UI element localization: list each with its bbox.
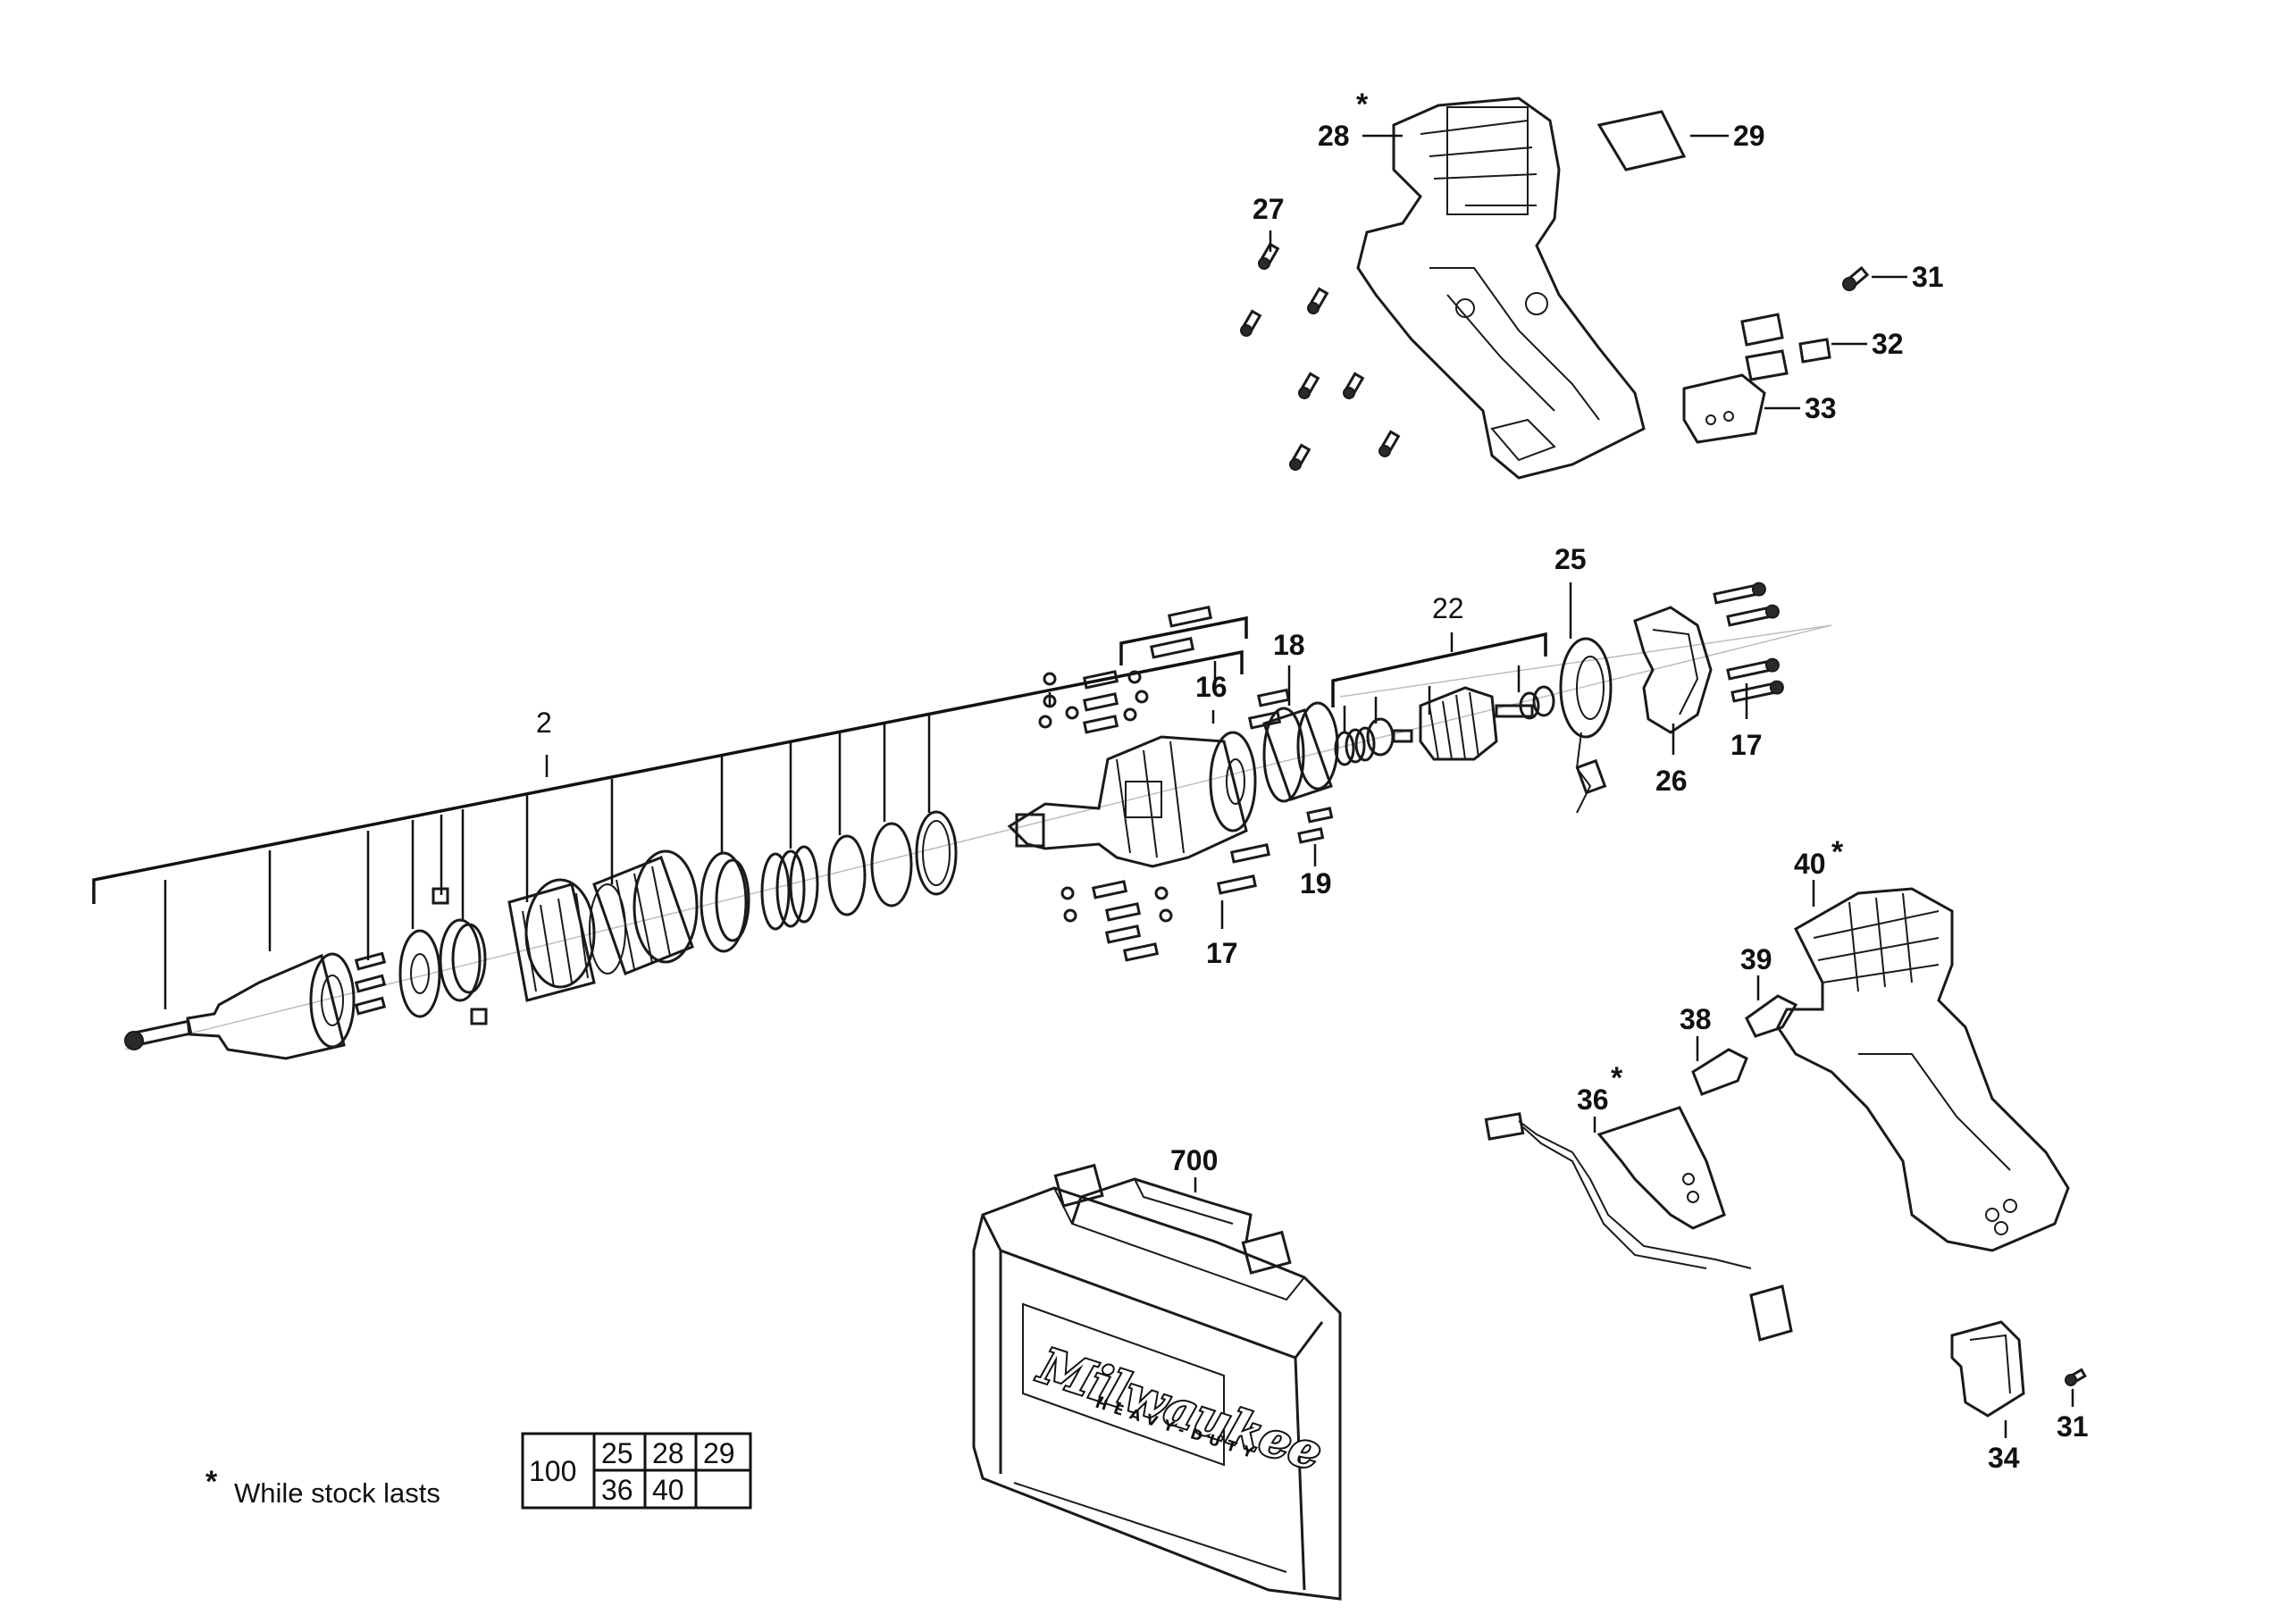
footnote-symbol: * <box>205 1465 218 1499</box>
gearbox-16 <box>1007 731 1257 868</box>
callout-16: 16 <box>1195 671 1228 703</box>
callout-29: 29 <box>1733 120 1765 152</box>
nut-ring-icon <box>432 887 488 1025</box>
callout-32: 32 <box>1872 328 1904 360</box>
pins-group <box>1038 605 1334 962</box>
brush-plate-25 <box>1559 637 1613 814</box>
right-housing-40 <box>1776 887 2070 1252</box>
table-cell: 36 <box>601 1474 633 1506</box>
gear-ring-icon <box>700 810 958 953</box>
washer-icon <box>398 929 441 1018</box>
callout-27: 27 <box>1253 193 1285 225</box>
chuck-icon <box>124 952 356 1060</box>
callout-leaders <box>1194 134 2074 1438</box>
callout-2: 2 <box>536 707 552 739</box>
table-main-cell: 100 <box>529 1455 576 1487</box>
callout-31b: 31 <box>2057 1410 2089 1443</box>
screw-31-top-icon <box>1842 265 1870 291</box>
callout-17b: 17 <box>1730 729 1763 761</box>
gear-housing-icon <box>589 849 699 975</box>
gear-train-leaders <box>163 661 1217 1009</box>
callout-28: 28 <box>1318 120 1350 152</box>
table-cell: 25 <box>601 1437 633 1469</box>
table-cell: 29 <box>703 1437 735 1469</box>
lever-39 <box>1745 994 1798 1038</box>
footnote-text: While stock lasts <box>234 1477 440 1509</box>
endcap-26 <box>1633 606 1713 734</box>
asterisk-28: * <box>1356 88 1369 121</box>
cover-33 <box>1682 373 1766 444</box>
callout-34: 34 <box>1988 1442 2020 1474</box>
callout-39: 39 <box>1740 943 1772 975</box>
clips-32 <box>1740 313 1831 381</box>
parts-table: 100 25 28 29 36 40 <box>521 1432 752 1510</box>
chuck-screws <box>354 951 387 1016</box>
callout-18: 18 <box>1273 629 1305 661</box>
battery-clip-34 <box>1950 1320 2025 1418</box>
callout-26: 26 <box>1655 765 1688 797</box>
bracket-2 <box>92 615 1248 904</box>
ring-18 <box>1262 701 1339 803</box>
callout-36: 36 <box>1577 1083 1609 1116</box>
table-cell: 28 <box>652 1437 684 1469</box>
carry-case-icon <box>972 1163 1342 1601</box>
clutch-cage-icon <box>507 878 596 1002</box>
motor-armature-icon <box>1334 685 1555 766</box>
callout-25: 25 <box>1554 543 1587 575</box>
housing-cover-29 <box>1596 110 1687 172</box>
table-cell: 40 <box>652 1474 684 1506</box>
callout-labels: 2 16 17 17 18 19 22 25 26 27 28 29 31 31… <box>536 88 2089 1474</box>
callout-38: 38 <box>1680 1003 1712 1035</box>
switch-icon <box>1484 1106 1793 1342</box>
case-brand-logo: Milwaukee <box>1031 1336 1328 1482</box>
callout-22: 22 <box>1432 592 1464 624</box>
callout-700: 700 <box>1170 1144 1218 1176</box>
callout-19: 19 <box>1300 867 1332 899</box>
assembly-axis <box>124 624 1832 1050</box>
screw-31-bottom-icon <box>2065 1368 2087 1386</box>
callout-40: 40 <box>1794 848 1826 880</box>
screw-set-17-right <box>1713 581 1784 703</box>
screw-set-27 <box>1240 242 1401 471</box>
asterisk-36: * <box>1611 1061 1623 1095</box>
callout-33: 33 <box>1805 392 1837 424</box>
housing-half-icon <box>1356 96 1646 480</box>
callout-17a: 17 <box>1206 937 1238 969</box>
callout-31a: 31 <box>1912 261 1944 293</box>
asterisk-40: * <box>1831 835 1844 869</box>
slider-38 <box>1691 1048 1748 1096</box>
